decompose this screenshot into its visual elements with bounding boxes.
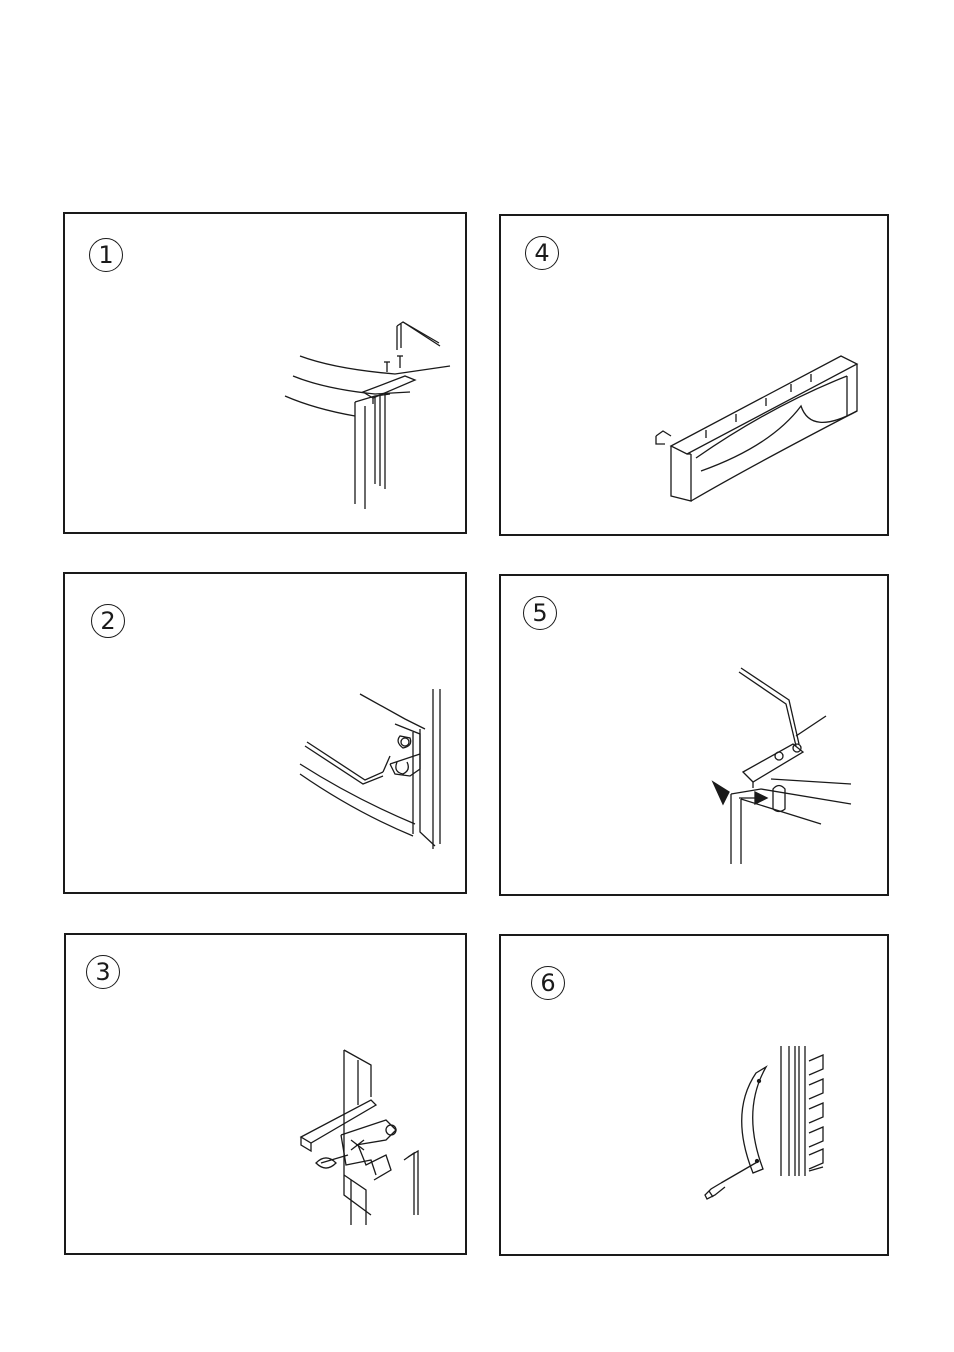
step-panel-3: 3 xyxy=(64,933,467,1255)
door-handle-screwdriver-illustration xyxy=(701,1041,861,1211)
hinge-pin-bracket-illustration xyxy=(296,1045,466,1230)
step-number-5: 5 xyxy=(523,596,557,630)
step-number-4: 4 xyxy=(525,236,559,270)
step-panel-6: 6 xyxy=(499,934,889,1256)
step-number-1: 1 xyxy=(89,238,123,272)
step-panel-5: 5 xyxy=(499,574,889,896)
lower-hinge-allen-key-illustration xyxy=(295,684,465,854)
step-panel-1: 1 xyxy=(63,212,467,534)
step-number-3: 3 xyxy=(86,955,120,989)
top-hinge-refit-illustration xyxy=(701,664,871,869)
hinge-bracket-removal-illustration xyxy=(275,314,465,514)
step-panel-2: 2 xyxy=(63,572,467,894)
top-cover-trim-illustration xyxy=(651,346,871,516)
step-number-6: 6 xyxy=(531,966,565,1000)
step-number-2: 2 xyxy=(91,604,125,638)
step-panel-4: 4 xyxy=(499,214,889,536)
